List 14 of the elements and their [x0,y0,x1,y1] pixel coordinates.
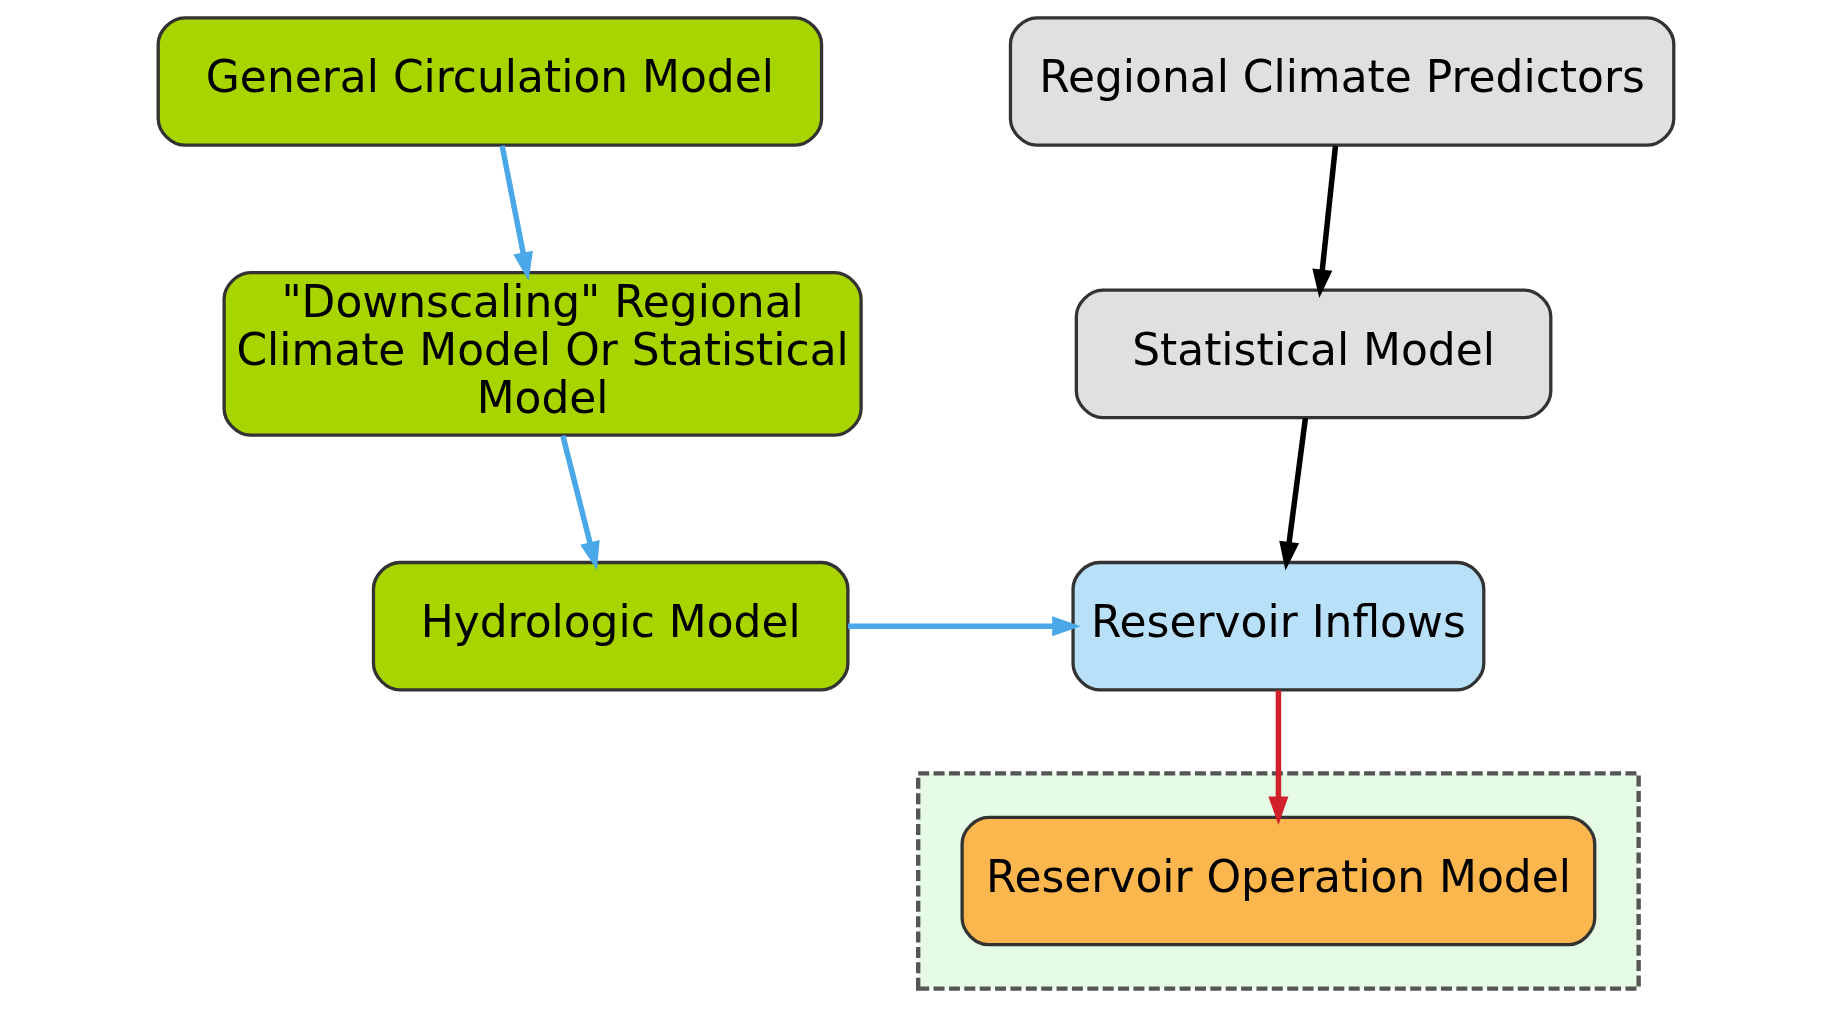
node-box: Reservoir Inflows [1070,560,1485,692]
arrow [1278,417,1308,570]
arrow [1311,145,1338,298]
node-box: Hydrologic Model [371,560,850,692]
arrow [1267,689,1288,825]
cluster [915,770,1641,991]
arrow [847,615,1081,636]
node-box: Statistical Model [1074,288,1552,419]
node-box: "Downscaling" Regional Climate Model Or Statistical Model [221,270,863,437]
arrow [498,144,533,281]
node-box: General Circulation Model [156,15,823,147]
arrow [559,434,600,570]
node-box: Regional Climate Predictors [1008,15,1675,147]
node-box: Reservoir Operation Model [960,815,1596,946]
